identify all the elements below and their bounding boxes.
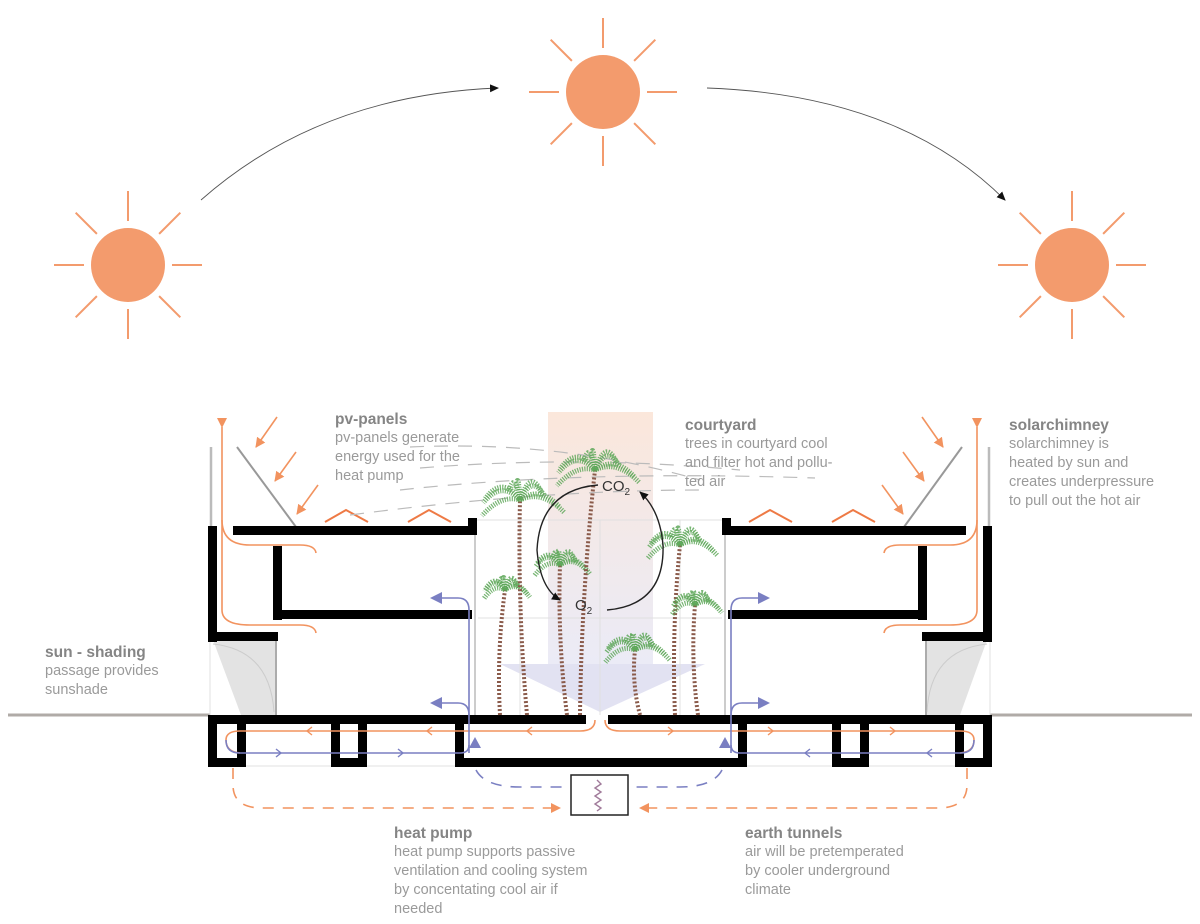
sun-ray	[1102, 211, 1126, 235]
sun-ray	[1018, 211, 1042, 235]
sun-icon-evening	[998, 191, 1146, 339]
label-solarchimney: solarchimney solarchimney is heated by s…	[1009, 416, 1154, 511]
sun-ray	[74, 211, 98, 235]
sunshade-passage-right	[925, 640, 988, 715]
label-title: pv-panels	[335, 411, 408, 428]
pv-energy-dashed-lines	[349, 445, 816, 516]
palm-tree	[603, 631, 672, 716]
sun-ray	[158, 211, 182, 235]
label-line: ventilation and cooling system	[394, 863, 588, 879]
palm-tree	[481, 575, 532, 716]
sun-path-arc-setting	[706, 87, 1006, 201]
label-line: sunshade	[45, 682, 108, 698]
cool-air-up-arrows	[469, 737, 731, 748]
roof-pv-chevrons	[324, 508, 876, 523]
sun-ray	[549, 122, 573, 146]
palm-tree	[555, 448, 642, 716]
label-line: to pull out the hot air	[1009, 493, 1141, 509]
palm-tree	[645, 525, 720, 716]
sun-path	[200, 84, 1006, 201]
label-title: sun - shading	[45, 644, 146, 661]
label-line: solarchimney is	[1009, 436, 1109, 452]
sun-icon-morning	[54, 191, 202, 339]
hot-air-direction-chevrons	[305, 726, 897, 736]
label-line: by concentating cool air if	[394, 882, 558, 898]
label-title: solarchimney	[1009, 417, 1109, 434]
label-earth-tunnels: earth tunnels air will be pretemperated …	[745, 824, 904, 900]
label-sun-shading: sun - shading passage provides sunshade	[45, 643, 159, 700]
cool-air-direction-chevrons	[275, 748, 933, 758]
o2-label: O2	[575, 597, 593, 617]
sunshade-passage-left	[212, 640, 277, 715]
gas-exchange-cycle	[536, 484, 664, 611]
cool-air-flows	[225, 592, 975, 754]
hot-air-flows	[217, 418, 982, 754]
suns	[54, 18, 1146, 339]
sun-ray	[1102, 295, 1126, 319]
pv-panel-right	[903, 446, 963, 528]
palm-tree	[480, 478, 567, 716]
label-line: air will be pretemperated	[745, 844, 904, 860]
sun-ray	[1018, 295, 1042, 319]
label-pv-panels: pv-panels pv-panels generate energy used…	[335, 410, 460, 486]
palm-tree	[670, 589, 724, 716]
structure-gridlines	[209, 519, 991, 767]
sun-ray	[549, 38, 573, 62]
co2-label: CO2	[602, 478, 631, 498]
sun-ray	[633, 122, 657, 146]
label-line: ted air	[685, 474, 726, 490]
label-line: pv-panels generate	[335, 430, 460, 446]
label-courtyard: courtyard trees in courtyard cool and fi…	[685, 416, 833, 492]
label-title: heat pump	[394, 825, 473, 842]
label-line: energy used for the	[335, 449, 460, 465]
label-title: courtyard	[685, 417, 757, 434]
courtyard-glazing	[474, 535, 726, 715]
label-line: creates underpressure	[1009, 474, 1155, 490]
label-line: trees in courtyard cool	[685, 436, 828, 452]
earth-tunnel-dashed-blue	[475, 769, 723, 788]
label-line: and filter hot and pollu-	[685, 455, 833, 471]
label-line: by cooler underground	[745, 863, 891, 879]
sun-ray	[158, 295, 182, 319]
pv-panel-left	[236, 446, 297, 528]
label-line: heated by sun and	[1009, 455, 1129, 471]
label-title: earth tunnels	[745, 825, 843, 842]
label-heat-pump: heat pump heat pump supports passive ven…	[394, 824, 587, 919]
label-line: passage provides	[45, 663, 159, 679]
sun-ray	[74, 295, 98, 319]
sun-icon-noon	[529, 18, 677, 166]
building-walls	[208, 518, 992, 767]
chimney-glass	[209, 447, 991, 527]
courtyard-trees	[480, 448, 724, 716]
sun-ray	[633, 38, 657, 62]
label-line: heat pump	[335, 468, 404, 484]
sun-path-arc-rising	[200, 84, 499, 201]
label-line: heat pump supports passive	[394, 844, 576, 860]
palm-tree	[532, 548, 592, 716]
solar-radiation-arrows	[255, 416, 944, 515]
heat-pump-unit	[570, 774, 629, 816]
label-line: climate	[745, 882, 791, 898]
label-line: needed	[394, 901, 443, 917]
